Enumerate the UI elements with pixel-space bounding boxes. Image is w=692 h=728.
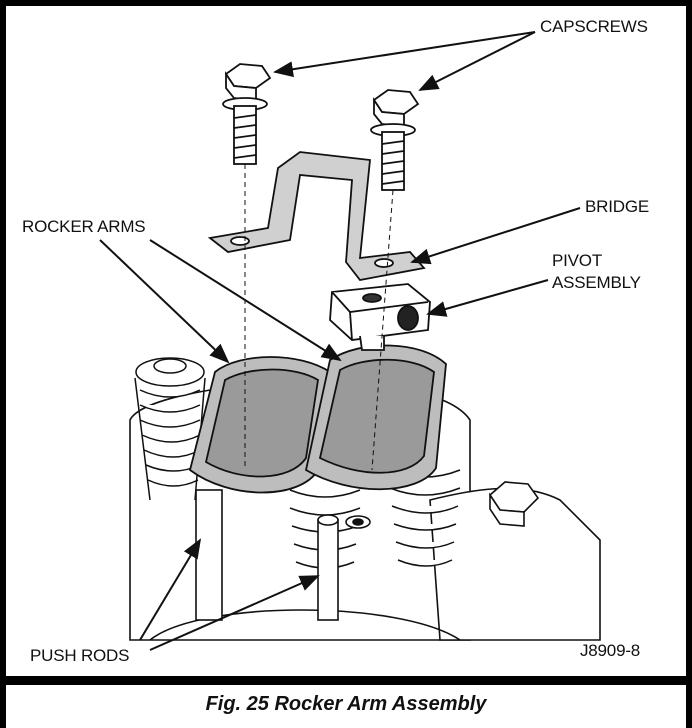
label-pivot-line1: PIVOT [552,251,603,270]
caption-divider [0,676,692,685]
label-pivot-line2: ASSEMBLY [552,273,641,292]
label-push-rods: PUSH RODS [30,646,130,665]
alignment-lines [244,164,394,471]
bridge [207,151,426,281]
label-capscrews: CAPSCREWS [540,17,648,36]
label-rocker-arms: ROCKER ARMS [22,217,146,236]
hex-bolt-right [488,481,540,527]
figure-caption: Fig. 25 Rocker Arm Assembly [205,693,487,715]
pivot-assembly [329,283,431,351]
capscrews [222,63,420,191]
leader-lines [99,31,581,651]
label-bridge: BRIDGE [585,197,649,216]
figure-code: J8909-8 [580,641,641,660]
rocker-arms [188,344,447,494]
push-rods [195,489,371,621]
